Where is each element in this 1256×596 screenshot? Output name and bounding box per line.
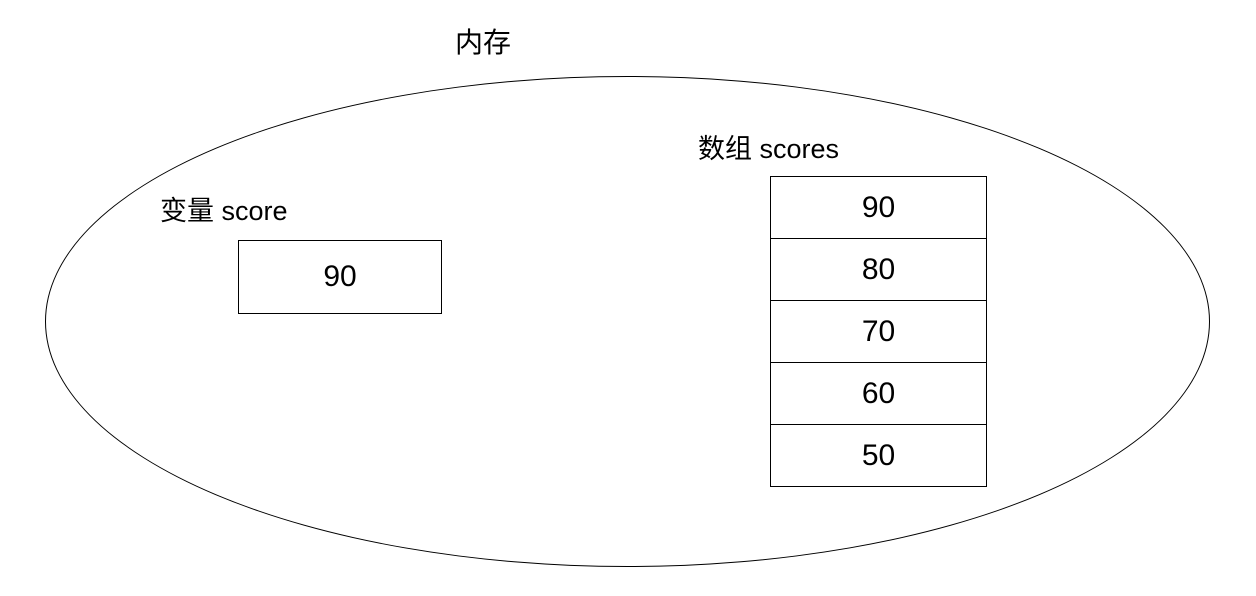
array-cell-value: 50 bbox=[861, 438, 896, 472]
array-cell: 90 bbox=[770, 176, 987, 239]
variable-label: 变量 score bbox=[160, 196, 288, 226]
array-cell: 50 bbox=[770, 424, 987, 487]
array-cell: 70 bbox=[770, 300, 987, 363]
array-cell-value: 90 bbox=[861, 190, 896, 224]
array-cell: 60 bbox=[770, 362, 987, 425]
array-cell-value: 60 bbox=[861, 376, 896, 410]
array-cell-value: 70 bbox=[861, 314, 896, 348]
memory-title: 内存 bbox=[455, 27, 512, 58]
array-cell-value: 80 bbox=[861, 252, 896, 286]
variable-box: 90 bbox=[238, 240, 442, 314]
array-box: 90 80 70 60 50 bbox=[770, 176, 987, 487]
array-label: 数组 scores bbox=[698, 134, 840, 164]
variable-value: 90 bbox=[323, 260, 357, 293]
array-cell: 80 bbox=[770, 238, 987, 301]
memory-ellipse bbox=[45, 76, 1210, 567]
